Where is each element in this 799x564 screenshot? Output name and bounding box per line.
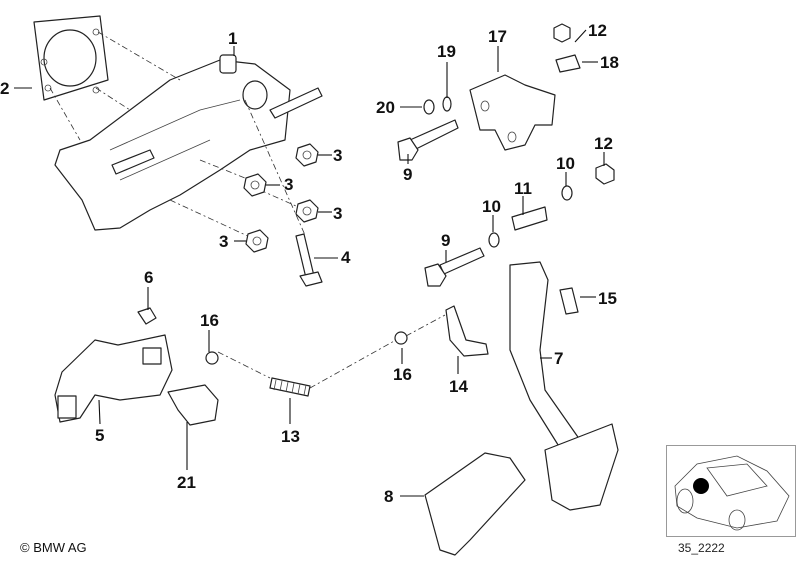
callout-19: 19 xyxy=(437,42,456,61)
switch-bracket-part xyxy=(54,334,173,423)
hex-nut-part xyxy=(243,143,319,253)
vehicle-locator-thumbnail xyxy=(666,445,796,537)
pedal-bracket-part xyxy=(54,54,323,231)
callout-3: 3 xyxy=(333,204,343,223)
pedal-pad-part xyxy=(424,452,526,556)
support-bracket-part xyxy=(469,74,556,151)
callout-2: 2 xyxy=(0,79,10,98)
callout-10: 10 xyxy=(556,154,575,173)
callout-12: 12 xyxy=(594,134,613,153)
washer-small-part xyxy=(442,96,452,112)
callout-1: 1 xyxy=(228,29,238,48)
callout-7: 7 xyxy=(554,349,564,368)
callout-15: 15 xyxy=(598,289,617,308)
callout-4: 4 xyxy=(341,248,351,267)
callout-21: 21 xyxy=(177,473,196,492)
lever-part xyxy=(445,305,489,357)
callout-14: 14 xyxy=(449,377,468,396)
leader-lines xyxy=(14,29,605,497)
clip-part xyxy=(559,287,579,315)
nut-small-part xyxy=(423,99,435,115)
location-marker-icon xyxy=(693,478,709,494)
callout-5: 5 xyxy=(95,426,105,445)
callout-16: 16 xyxy=(200,311,219,330)
gasket-part xyxy=(33,15,109,101)
callout-18: 18 xyxy=(600,53,619,72)
callout-16: 16 xyxy=(393,365,412,384)
nut-part-right xyxy=(595,163,615,185)
brake-pedal-part xyxy=(509,261,619,511)
nut-part xyxy=(553,23,571,43)
callout-9: 9 xyxy=(403,165,413,184)
figure-id: 35_2222 xyxy=(678,541,725,555)
callout-3: 3 xyxy=(284,175,294,194)
bushing-part xyxy=(511,206,548,231)
callout-6: 6 xyxy=(144,268,154,287)
callout-9: 9 xyxy=(441,231,451,250)
callout-20: 20 xyxy=(376,98,395,117)
callout-10: 10 xyxy=(482,197,501,216)
washer-part xyxy=(561,185,573,201)
stop-buffer-part xyxy=(137,307,157,325)
bush-part xyxy=(394,331,408,345)
car-outline-icon xyxy=(674,455,790,531)
callout-3: 3 xyxy=(333,146,343,165)
callout-11: 11 xyxy=(514,179,532,198)
hex-bolt-part-lower xyxy=(424,247,485,287)
washer-part-2 xyxy=(488,232,500,248)
callout-8: 8 xyxy=(384,487,394,506)
copyright-text: © BMW AG xyxy=(20,540,87,555)
callout-17: 17 xyxy=(488,27,507,46)
bush-part-2 xyxy=(205,351,219,365)
callout-12: 12 xyxy=(588,21,607,40)
callout-13: 13 xyxy=(281,427,300,446)
hex-bolt-part xyxy=(397,119,459,161)
callout-3: 3 xyxy=(219,232,229,251)
bolt-part xyxy=(295,233,323,287)
brake-light-switch-part xyxy=(167,384,219,426)
tension-spring-part xyxy=(269,377,311,397)
screw-part xyxy=(555,54,581,73)
